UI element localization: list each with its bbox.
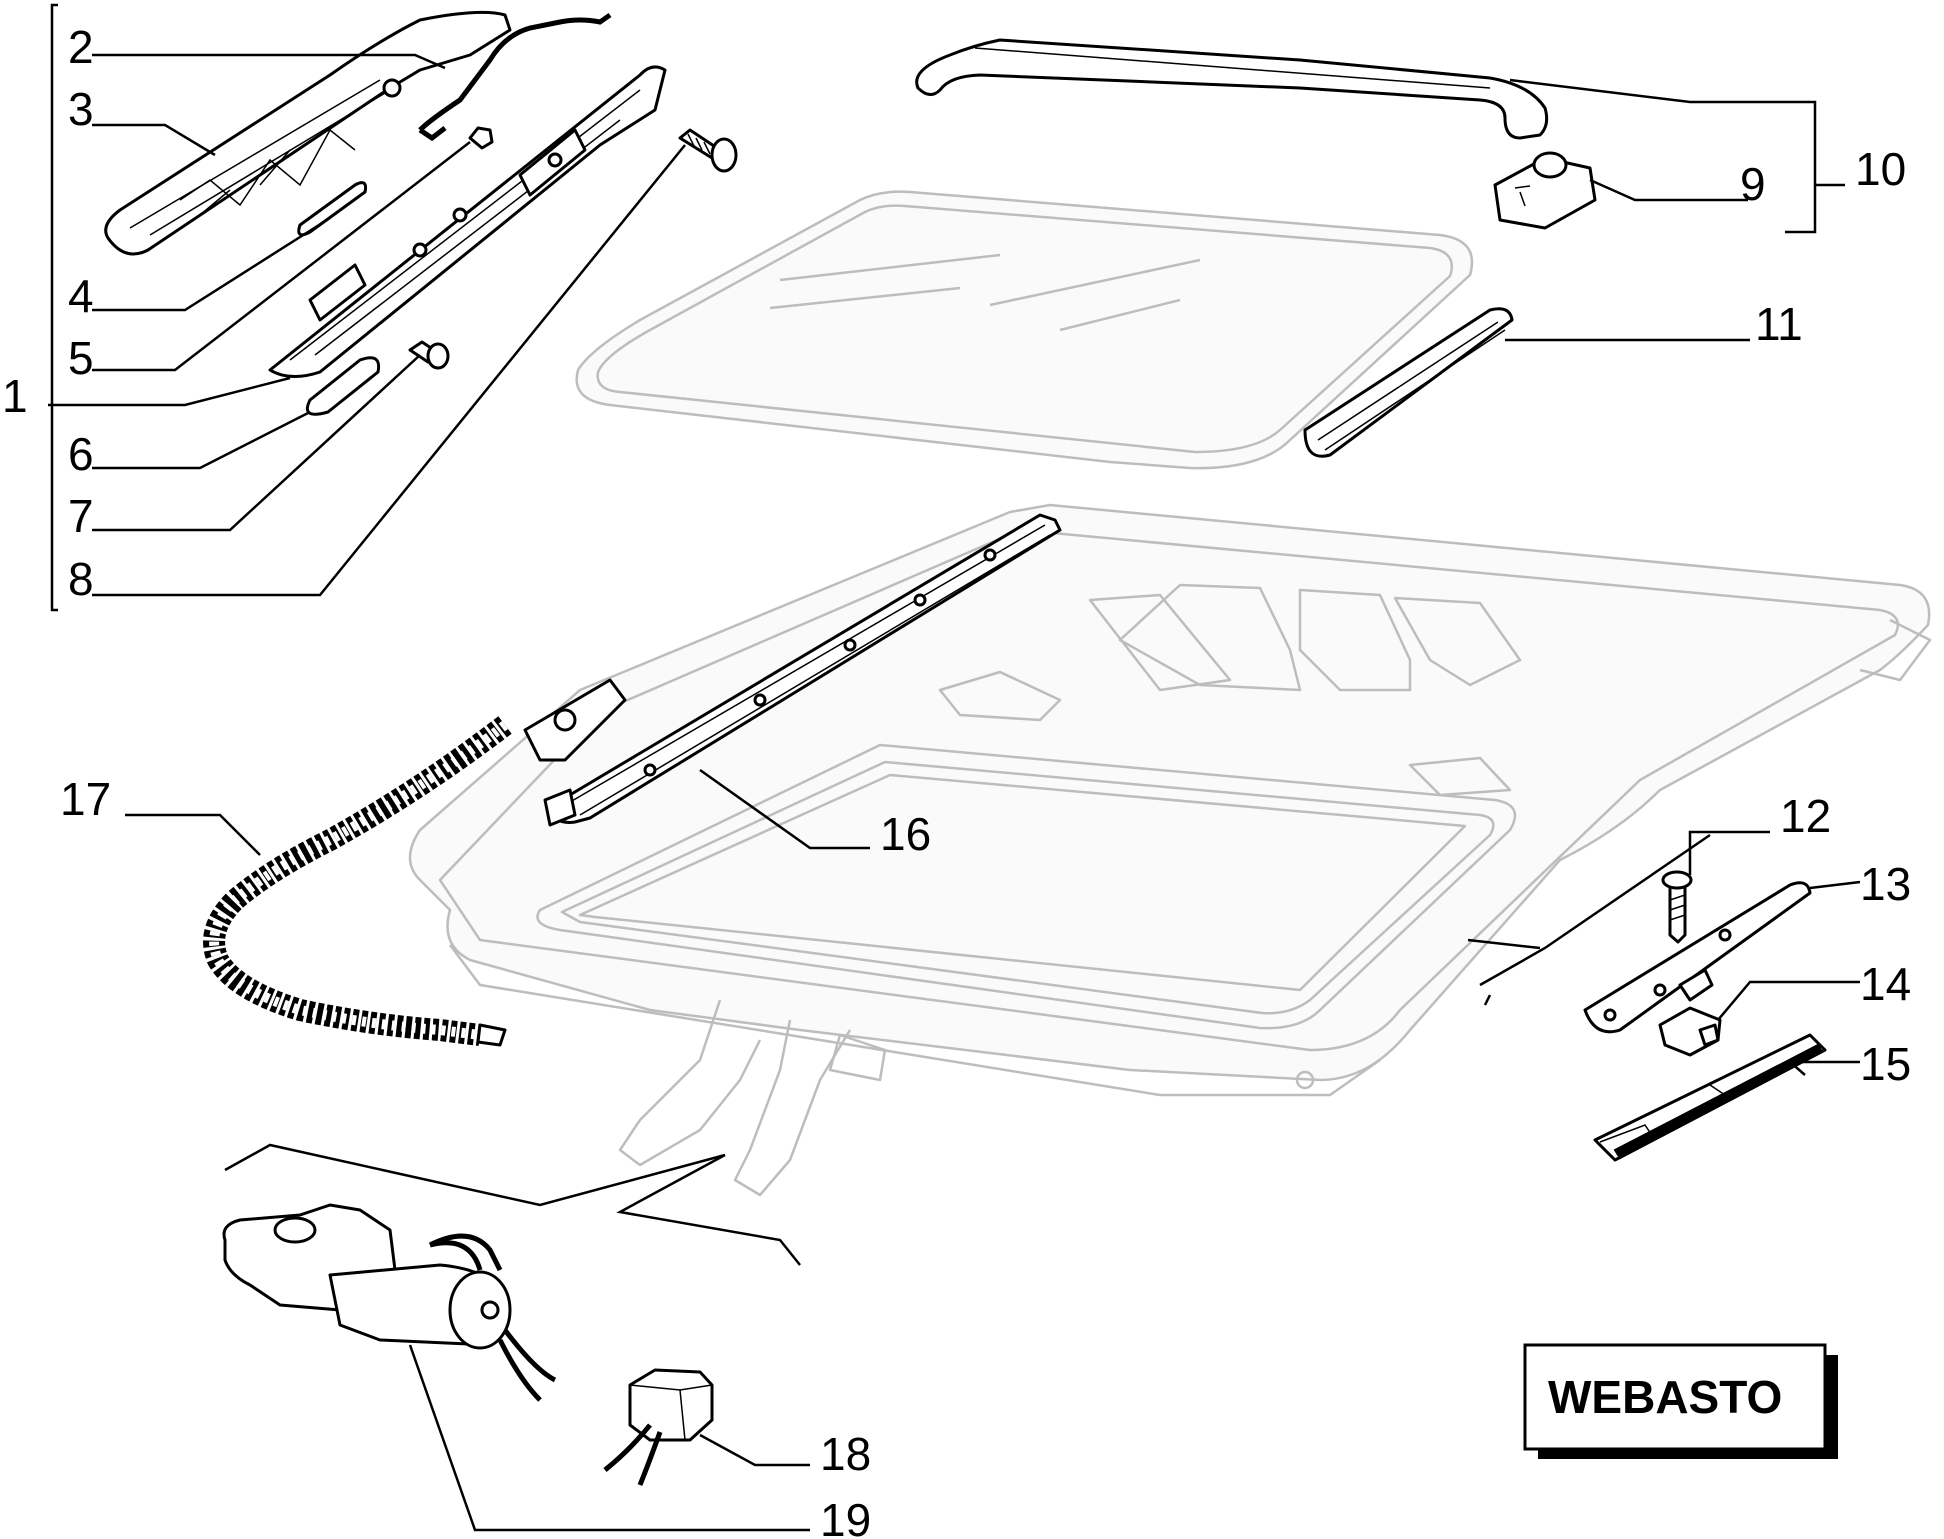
part-14-clip [1658, 1006, 1722, 1057]
callout-7: 7 [68, 490, 94, 542]
part-4-pad [297, 181, 367, 237]
callout-labels: 2 3 4 5 1 6 7 8 9 10 11 12 13 14 15 16 1… [2, 21, 1911, 1539]
callout-18: 18 [820, 1428, 871, 1480]
part-5-knob [468, 126, 494, 150]
part-18-relay [603, 1368, 714, 1486]
callout-11: 11 [1755, 298, 1803, 350]
callout-8: 8 [68, 553, 94, 605]
part-19-motor [222, 1203, 557, 1402]
callout-12: 12 [1780, 790, 1831, 842]
webasto-brand-box: WEBASTO [1523, 1343, 1838, 1459]
roof-frame [408, 503, 1932, 1197]
callout-3: 3 [68, 83, 94, 135]
part-7-rivet [408, 340, 450, 370]
callout-10: 10 [1855, 143, 1906, 195]
part-17-drive-cable [203, 678, 627, 1047]
part-2-wire-spring [418, 12, 612, 142]
part-11-seal-bar [1303, 307, 1514, 458]
glass-panel [575, 190, 1474, 470]
part-8-screw [678, 128, 738, 173]
webasto-label: WEBASTO [1548, 1371, 1782, 1423]
callout-16: 16 [880, 808, 931, 860]
leader-lines [48, 3, 1861, 1532]
part-16-side-rail [543, 513, 1062, 827]
callout-5: 5 [68, 332, 94, 384]
part-13-bracket-strip [1583, 881, 1812, 1034]
part-1-guide-rail [268, 65, 667, 378]
callout-13: 13 [1860, 858, 1911, 910]
part-9-clip [1493, 151, 1597, 230]
callout-2: 2 [68, 21, 94, 73]
part-3-deflector-bracket [104, 10, 512, 256]
part-15-blade [1593, 1033, 1827, 1162]
callout-14: 14 [1860, 958, 1911, 1010]
callout-15: 15 [1860, 1038, 1911, 1090]
callout-1: 1 [2, 370, 28, 422]
part-12-bolt [1661, 870, 1693, 944]
callout-6: 6 [68, 428, 94, 480]
callout-4: 4 [68, 270, 94, 322]
callout-17: 17 [60, 773, 111, 825]
callout-9: 9 [1740, 158, 1766, 210]
part-10-seal-strip [915, 38, 1549, 140]
callout-19: 19 [820, 1494, 871, 1539]
part-6-pad [305, 356, 381, 416]
